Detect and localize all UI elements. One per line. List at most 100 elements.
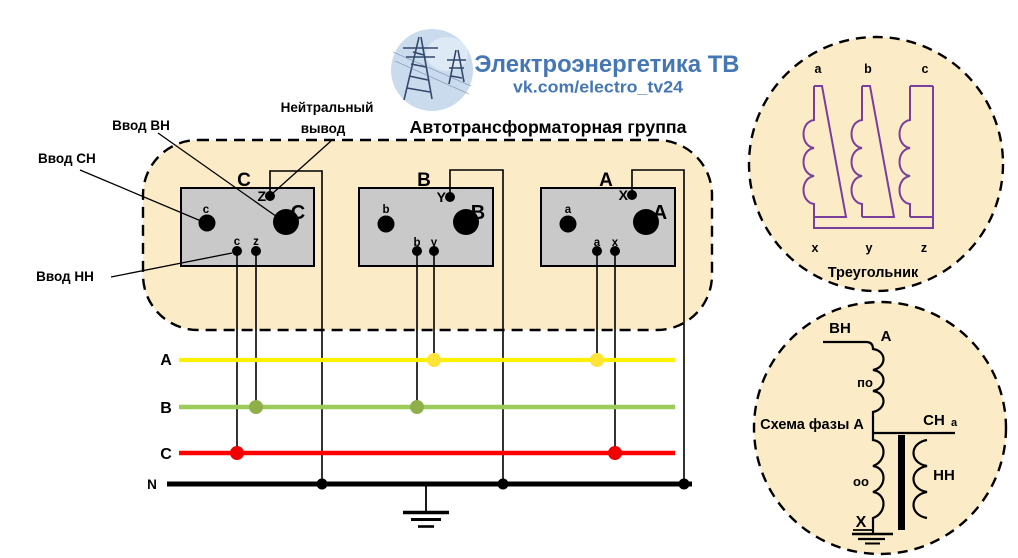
terminal-b-lv1 (412, 246, 422, 256)
terminal-c-lv2 (251, 246, 261, 256)
power-line-wires (392, 51, 472, 95)
phase-title-a: A (599, 170, 613, 191)
pylon-legs-small (448, 49, 465, 85)
terminal-c-mv (198, 214, 216, 232)
pylon-braces-large (406, 51, 431, 93)
terminal-a-neutral (627, 190, 637, 200)
neutral-jumper-wires (269, 169, 685, 484)
lv-terminal1-label-b: b (413, 237, 420, 249)
logo-subtitle: vk.com/electro_tv24 (513, 78, 684, 97)
terminal-c-neutral (265, 191, 275, 201)
logo-image (391, 29, 473, 111)
phase-mv-label: СН (923, 412, 945, 429)
lv-terminal2-label-a: x (612, 237, 619, 249)
lv-terminal1-label-c: c (234, 236, 241, 248)
neutral-terminal-label-b: Y (437, 189, 447, 205)
phase-inset-circle (752, 300, 1008, 556)
transformer-terminals (198, 190, 659, 256)
delta-terminal-b: b (864, 62, 872, 76)
power-wire-1 (392, 51, 472, 87)
bus-label-b: B (160, 400, 172, 417)
callout-lv-input: Ввод НН (36, 269, 94, 284)
hv-terminal-label-b: B (471, 202, 485, 224)
terminal-a-lv2 (610, 246, 620, 256)
mv-terminal-label-a: a (565, 204, 572, 216)
delta-terminal-a: a (815, 62, 823, 76)
neutral-wire-a (631, 169, 685, 484)
delta-caption: Треугольник (828, 265, 919, 281)
terminal-a-hv (633, 209, 659, 235)
phase-series-coil (823, 340, 885, 433)
leader-neutral (272, 140, 332, 194)
terminal-b-mv (377, 215, 395, 233)
terminal-b-hv (453, 209, 479, 235)
delta-outline (813, 85, 934, 229)
neutral-terminal-label-c: Z (257, 188, 266, 204)
phase-neutral-terminal: Х (856, 514, 867, 531)
phase-series-winding-label: по (857, 375, 873, 390)
dot-busB-b (410, 400, 424, 414)
delta-inset-circle (747, 35, 1005, 293)
delta-terminal-c: c (922, 62, 929, 76)
hv-terminal-label-a: A (653, 202, 667, 224)
dot-busN-b (497, 478, 509, 490)
group-title: Автотрансформаторная группа (410, 117, 687, 137)
neutral-wire-b (449, 169, 504, 484)
leader-hv-input (157, 132, 281, 220)
phase-hv-label: ВН (829, 320, 851, 337)
pylon-arms-large (403, 47, 438, 58)
terminal-c-hv (273, 209, 299, 235)
dot-busC-x (608, 446, 622, 460)
logo-sky-highlight (426, 37, 468, 71)
delta-terminal-z: z (921, 241, 927, 255)
phase-core-bar (898, 435, 905, 530)
mv-terminal-label-b: b (382, 204, 389, 216)
ground-symbol (403, 484, 449, 528)
delta-coils (802, 86, 911, 217)
dot-busC-c (230, 446, 244, 460)
phase-hv-terminal: А (881, 328, 892, 345)
terminal-a-mv (559, 215, 577, 233)
delta-terminal-y: y (866, 241, 873, 255)
phase-common-coil (871, 433, 885, 533)
lv-terminal2-label-c: z (253, 236, 259, 248)
dot-busB-z (249, 400, 263, 414)
phase-caption: Схема фазы А (760, 417, 864, 433)
phase-lv-coil (912, 438, 928, 520)
phase-title-c: C (237, 170, 251, 191)
bus-lines (167, 357, 692, 487)
dot-busN-c (316, 478, 328, 490)
terminal-c-lv1 (232, 246, 242, 256)
terminal-b-neutral (445, 192, 455, 202)
callout-neutral-line1: Нейтральный (281, 100, 374, 115)
phase-inset-figure (823, 340, 955, 545)
lv-drop-wires (236, 251, 616, 453)
phase-title-b: B (417, 170, 431, 191)
mv-terminal-label-c: c (203, 204, 210, 216)
bus-label-c: C (160, 446, 172, 463)
dot-busA-y (427, 353, 441, 367)
terminal-a-lv1 (592, 246, 602, 256)
power-wire-2 (394, 60, 470, 95)
delta-terminal-x: x (812, 241, 819, 255)
dot-busA-a (590, 353, 604, 367)
neutral-terminal-label-a: X (619, 187, 629, 203)
lv-terminal1-label-a: a (594, 237, 601, 249)
callout-neutral-line2: вывод (301, 121, 346, 136)
callout-leader-lines (79, 132, 332, 278)
neutral-wire-c (269, 170, 323, 484)
leader-lv-input (110, 252, 233, 278)
bus-connection-dots (230, 353, 690, 490)
dot-busN-a (678, 478, 690, 490)
callout-mv-input: Ввод СН (38, 151, 96, 166)
phase-lv-label: НН (933, 467, 955, 484)
terminal-b-lv2 (429, 246, 439, 256)
leader-mv-input (79, 169, 202, 222)
delta-inset-figure (802, 85, 934, 229)
bus-label-n: N (147, 477, 157, 492)
logo-title: Электроэнергетика ТВ (475, 51, 740, 78)
phase-common-winding-label: оо (853, 474, 869, 489)
pylon-arms-small (447, 59, 466, 79)
